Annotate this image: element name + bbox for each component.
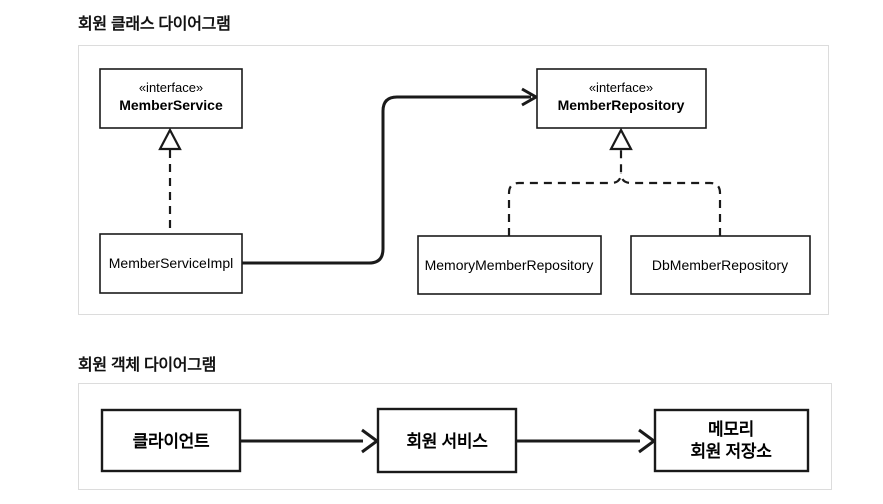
realization-line-dbmemberrepository <box>619 172 722 236</box>
dependency-line-memberserviceimpl-to-memberrepository <box>242 95 531 265</box>
box-memory-member-store: 메모리 회원 저장소 <box>653 408 810 473</box>
realization-triangle-memberrepository <box>609 127 633 151</box>
open-arrowhead-service <box>361 428 380 454</box>
memory-member-store-line2: 회원 저장소 <box>690 442 772 461</box>
box-member-service: «interface» MemberService <box>99 68 243 129</box>
realization-triangle-memberservice <box>158 127 182 151</box>
member-service-stereotype: «interface» <box>139 80 203 95</box>
realization-line-memorymemberrepository <box>507 150 623 236</box>
class-diagram-canvas: «interface» MemberService «interface» Me… <box>99 68 811 295</box>
box-member-service-impl: MemberServiceImpl <box>99 233 243 294</box>
object-diagram-canvas: 클라이언트 회원 서비스 메모리 회원 저장소 <box>100 407 810 474</box>
class-diagram-title: 회원 클래스 다이어그램 <box>78 16 231 33</box>
memory-member-store-line1: 메모리 <box>708 420 754 439</box>
object-diagram-title: 회원 객체 다이어그램 <box>78 357 217 374</box>
box-client: 클라이언트 <box>100 408 242 473</box>
member-repository-name: MemberRepository <box>558 97 685 113</box>
db-member-repository-name: DbMemberRepository <box>652 257 788 273</box>
member-service-impl-name: MemberServiceImpl <box>109 255 233 271</box>
box-db-member-repository: DbMemberRepository <box>630 235 811 295</box>
box-memory-member-repository: MemoryMemberRepository <box>417 235 602 295</box>
object-diagram-panel: 클라이언트 회원 서비스 메모리 회원 저장소 <box>78 383 832 490</box>
box-object-member-service: 회원 서비스 <box>376 407 518 474</box>
class-diagram-panel: «interface» MemberService «interface» Me… <box>78 45 829 315</box>
memory-member-repository-name: MemoryMemberRepository <box>425 257 594 273</box>
open-arrowhead-store <box>638 428 657 454</box>
object-member-service-name: 회원 서비스 <box>406 432 488 451</box>
member-service-name: MemberService <box>119 97 223 113</box>
open-arrowhead-memberrepository <box>521 87 540 107</box>
client-name: 클라이언트 <box>133 432 210 451</box>
member-repository-stereotype: «interface» <box>589 80 653 95</box>
box-member-repository: «interface» MemberRepository <box>536 68 707 129</box>
